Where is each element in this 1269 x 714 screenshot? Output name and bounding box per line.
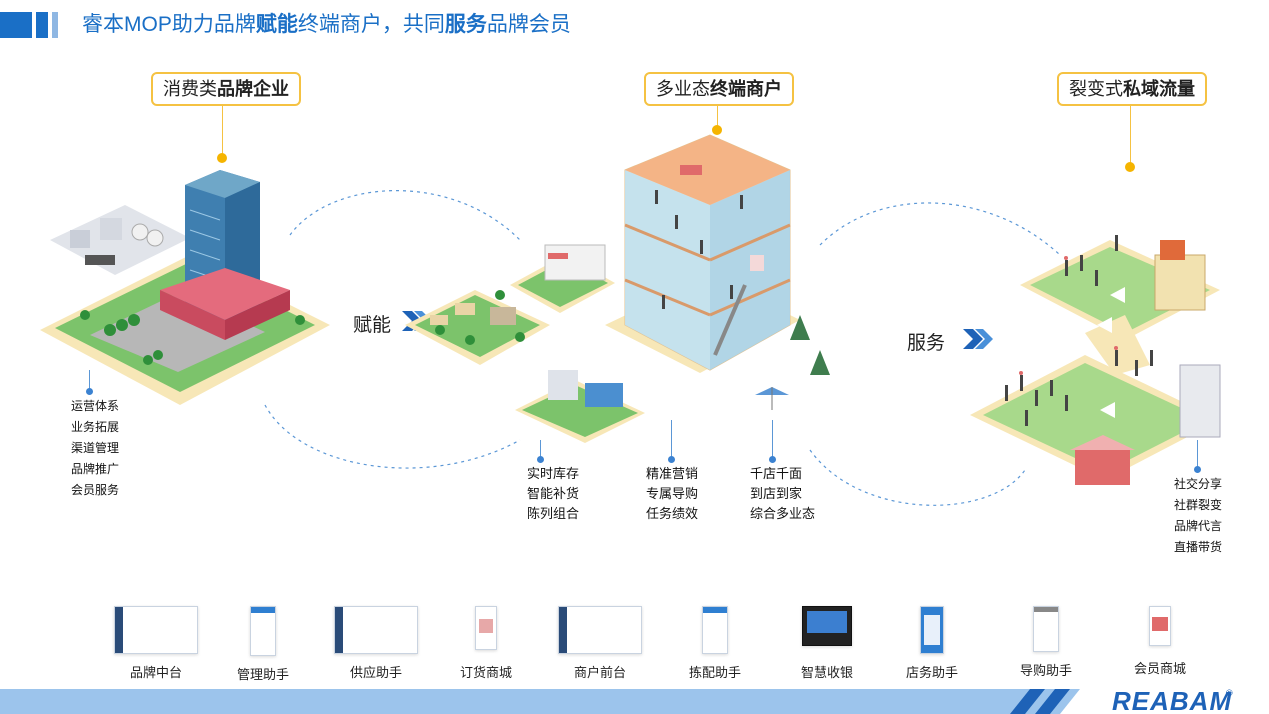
feature-item: 会员服务 [71, 483, 120, 497]
product-label: 管理助手 [236, 667, 289, 682]
feature-item: 品牌代言 [1174, 519, 1223, 533]
feature-item: 运营体系 [71, 399, 120, 413]
pos-terminal-icon [802, 606, 852, 646]
bullet-dot-marketing [668, 456, 675, 463]
product-picking-assistant[interactable]: 拣配助手 [660, 606, 770, 680]
label-brand-bold: 品牌企业 [217, 79, 289, 99]
product-smart-pos[interactable]: 智慧收银 [772, 606, 882, 680]
bullet-dot-stores [769, 456, 776, 463]
merchant-mall-illustration [405, 134, 830, 443]
feature-item: 任务绩效 [646, 506, 699, 521]
connector-brand [222, 106, 223, 156]
product-label: 供应助手 [349, 665, 402, 680]
feature-item: 千店千面 [750, 466, 803, 481]
product-label: 智慧收银 [800, 665, 853, 680]
label-merchant-bold: 终端商户 [710, 79, 782, 99]
product-label: 订货商城 [459, 665, 512, 680]
bullet-dot-inventory [537, 456, 544, 463]
connector-dot-traffic [1125, 162, 1135, 172]
phone-screenshot-icon [1033, 606, 1059, 652]
feature-item: 智能补货 [527, 486, 580, 501]
feature-item: 综合多业态 [750, 506, 816, 521]
desktop-screenshot-icon [114, 606, 198, 654]
chevron-right-icon [963, 329, 993, 349]
bullet-line-brand [89, 370, 90, 392]
feature-item: 专属导购 [646, 486, 699, 501]
product-label: 会员商城 [1133, 661, 1186, 676]
connector-merchant [717, 106, 718, 128]
title-part-5: 品牌会员 [486, 13, 571, 36]
label-traffic-prefix: 裂变式 [1069, 79, 1123, 99]
header-accent-bars [0, 12, 58, 38]
connector-dot-brand [217, 153, 227, 163]
brand-feature-list: 运营体系 业务拓展 渠道管理 品牌推广 会员服务 [71, 396, 119, 501]
feature-item: 精准营销 [646, 466, 699, 481]
product-label: 商户前台 [573, 665, 626, 680]
product-shopping-guide[interactable]: 导购助手 [991, 606, 1101, 678]
feature-item: 社群裂变 [1174, 498, 1223, 512]
product-store-assistant[interactable]: 店务助手 [877, 606, 987, 680]
feature-item: 渠道管理 [71, 441, 120, 455]
title-part-1: 睿本MOP助力品牌 [82, 13, 256, 36]
product-management-assistant[interactable]: 管理助手 [208, 606, 318, 682]
connector-dot-merchant [712, 125, 722, 135]
company-logo: REABAM [1112, 686, 1233, 714]
community-illustration [970, 235, 1221, 485]
label-traffic-bold: 私域流量 [1123, 79, 1195, 99]
label-brand-enterprise: 消费类品牌企业 [151, 72, 301, 106]
footer-logo-area [1085, 689, 1269, 714]
registered-mark: ® [1226, 688, 1233, 698]
feature-item: 到店到家 [750, 486, 803, 501]
flow-label-serve: 服务 [907, 333, 946, 354]
product-merchant-front[interactable]: 商户前台 [545, 606, 655, 680]
social-feature-list: 社交分享 社群裂变 品牌代言 直播带货 [1174, 474, 1222, 558]
phone-screenshot-icon [1149, 606, 1171, 646]
marketing-feature-list: 精准营销 专属导购 任务绩效 [646, 464, 698, 524]
phone-screenshot-icon [920, 606, 944, 654]
brand-hq-illustration [40, 170, 330, 405]
bullet-dot-social [1194, 466, 1201, 473]
feature-item: 实时库存 [527, 466, 580, 481]
product-label: 拣配助手 [688, 665, 741, 680]
feature-item: 品牌推广 [71, 462, 120, 476]
feature-item: 社交分享 [1174, 477, 1223, 491]
label-terminal-merchant: 多业态终端商户 [644, 72, 794, 106]
desktop-screenshot-icon [558, 606, 642, 654]
phone-screenshot-icon [250, 606, 276, 656]
phone-screenshot-icon [702, 606, 728, 654]
product-ordering-mall[interactable]: 订货商城 [431, 606, 541, 680]
label-brand-prefix: 消费类 [163, 79, 217, 99]
product-label: 品牌中台 [129, 665, 182, 680]
page-title: 睿本MOP助力品牌赋能终端商户，共同服务品牌会员 [82, 12, 571, 38]
title-part-4: 服务 [444, 13, 487, 36]
product-supply-assistant[interactable]: 供应助手 [321, 606, 431, 680]
bullet-line-inventory [540, 440, 541, 462]
feature-item: 陈列组合 [527, 506, 580, 521]
product-label: 店务助手 [905, 665, 958, 680]
bullet-dot-brand [86, 388, 93, 395]
title-part-2: 赋能 [255, 13, 298, 36]
product-brand-platform[interactable]: 品牌中台 [101, 606, 211, 680]
flow-label-empower: 赋能 [353, 315, 392, 336]
desktop-screenshot-icon [334, 606, 418, 654]
feature-item: 直播带货 [1174, 540, 1223, 554]
inventory-feature-list: 实时库存 智能补货 陈列组合 [527, 464, 579, 524]
label-private-traffic: 裂变式私域流量 [1057, 72, 1207, 106]
connector-traffic [1130, 106, 1131, 164]
product-member-mall[interactable]: 会员商城 [1105, 606, 1215, 676]
product-label: 导购助手 [1019, 663, 1072, 678]
label-merchant-prefix: 多业态 [656, 79, 710, 99]
bullet-line-marketing [671, 420, 672, 460]
bullet-line-stores [772, 420, 773, 460]
bullet-line-social [1197, 440, 1198, 470]
phone-screenshot-icon [475, 606, 497, 650]
stores-feature-list: 千店千面 到店到家 综合多业态 [750, 464, 815, 524]
feature-item: 业务拓展 [71, 420, 120, 434]
title-part-3: 终端商户，共同 [297, 13, 445, 36]
